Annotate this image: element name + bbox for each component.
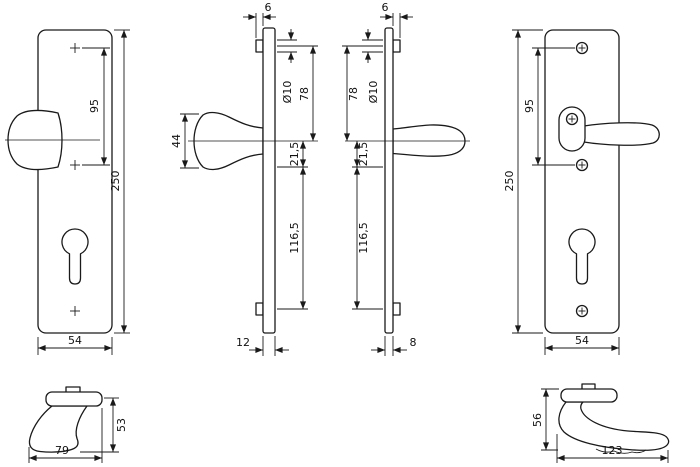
finger-grooves xyxy=(595,448,647,454)
dim-56-label: 56 xyxy=(531,413,544,427)
dim-53-label: 53 xyxy=(115,418,128,432)
view-lever-side: 6 Ø10 78 21,5 116,5 8 xyxy=(342,1,470,356)
dim-116-5-label: 116,5 xyxy=(357,222,370,254)
dim-78-label: 78 xyxy=(298,87,311,101)
view-knob-side: 6 44 Ø10 78 21,5 116,5 12 xyxy=(170,1,318,356)
lever-rose-cap xyxy=(560,388,618,403)
dim-12-label: 12 xyxy=(236,336,250,349)
fixing-boss-top xyxy=(255,39,264,53)
view-lever-top-profile: 56 123 xyxy=(531,383,670,463)
dim-78-label: 78 xyxy=(347,87,360,101)
view-exterior-plate-front: 95 250 54 xyxy=(5,29,130,355)
lever-profile xyxy=(392,124,466,157)
view-interior-plate-front: 95 250 54 xyxy=(503,29,660,355)
lever-hub xyxy=(558,106,586,152)
dim-95-label: 95 xyxy=(523,99,536,113)
plate-outline xyxy=(37,29,113,334)
plate-profile xyxy=(384,27,394,334)
dim-116-5-label: 116,5 xyxy=(288,222,301,254)
dim-250-label: 250 xyxy=(109,171,122,192)
fixing-boss-bottom xyxy=(392,302,401,316)
plate-profile xyxy=(262,27,276,334)
screw-hub xyxy=(565,112,579,126)
dim-21-5-label: 21,5 xyxy=(288,142,301,167)
dim-79-label: 79 xyxy=(55,444,69,457)
fixing-cross-top xyxy=(70,43,80,53)
screw-top xyxy=(575,41,589,55)
fixing-cross-middle xyxy=(70,160,80,170)
knob-grip xyxy=(28,405,88,453)
dim-44-label: 44 xyxy=(170,134,183,148)
dim-21-5-label: 21,5 xyxy=(357,142,370,167)
dim-dia10-label: Ø10 xyxy=(367,81,380,104)
dim-6-label: 6 xyxy=(265,1,272,14)
lever-grip-front xyxy=(583,122,660,146)
euro-cylinder-hole xyxy=(61,228,89,285)
dim-250-label: 250 xyxy=(503,171,516,192)
dim-123-label: 123 xyxy=(602,444,623,457)
view-knob-top-profile: 53 79 xyxy=(28,386,128,463)
fixing-cross-bottom xyxy=(70,306,80,316)
dim-54-label: 54 xyxy=(68,334,82,347)
screw-middle xyxy=(575,158,589,172)
lever-grip xyxy=(558,401,670,451)
dim-6-label: 6 xyxy=(382,1,389,14)
dim-8-label: 8 xyxy=(410,336,417,349)
knob-rose-cap xyxy=(45,391,103,407)
fixing-boss-top xyxy=(392,39,401,53)
dim-dia10-label: Ø10 xyxy=(281,81,294,104)
euro-cylinder-hole xyxy=(568,228,596,285)
dim-95-label: 95 xyxy=(88,99,101,113)
dim-54-label: 54 xyxy=(575,334,589,347)
plate-outline xyxy=(544,29,620,334)
fixing-boss-bottom xyxy=(255,302,264,316)
screw-bottom xyxy=(575,304,589,318)
